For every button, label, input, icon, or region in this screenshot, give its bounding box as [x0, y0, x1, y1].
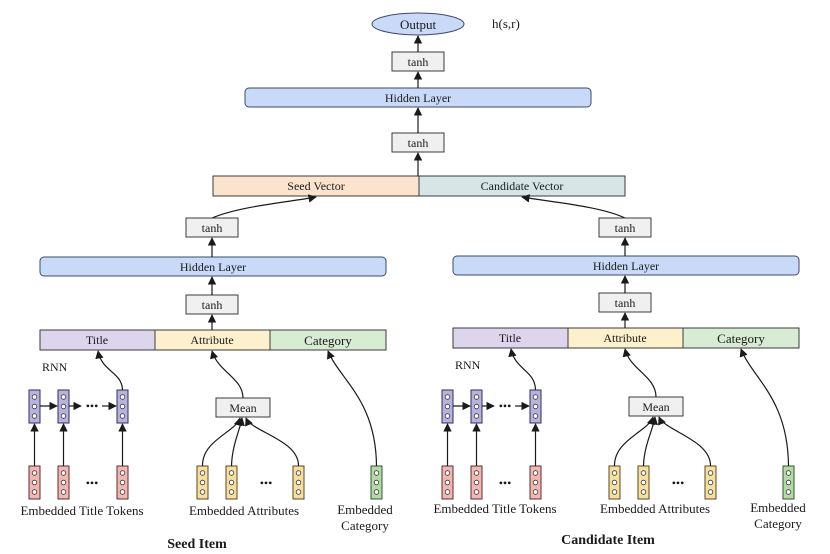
seed-tanh-upper-label: tanh	[202, 221, 223, 235]
candidate-rnn-label: RNN	[455, 358, 481, 372]
seed-tanh-lower-label: tanh	[202, 298, 223, 312]
seed-attribute-vector	[225, 465, 238, 500]
seed-embedded-category-label-2: Category	[341, 518, 389, 533]
candidate-attribute-label: Attribute	[603, 331, 646, 345]
output-label: Output	[400, 17, 437, 32]
seed-title-token	[28, 465, 41, 500]
candidate-mean-label: Mean	[642, 400, 669, 414]
hidden-layer-top-label: Hidden Layer	[385, 91, 451, 105]
tanh-mid-label: tanh	[408, 136, 429, 150]
candidate-title-label: Title	[499, 331, 521, 345]
seed-title-token	[116, 465, 129, 500]
candidate-item-tower: tanh Hidden Layer tanh Title Attribute C…	[433, 217, 806, 548]
candidate-rnn-cell	[470, 389, 483, 424]
seed-attribute-ellipsis: •••	[260, 476, 273, 490]
seed-title-label: Title	[86, 333, 108, 347]
candidate-rnn-cell	[441, 389, 454, 424]
seed-attribute-vector	[292, 465, 305, 500]
candidate-embedded-title-tokens-label: Embedded Title Tokens	[433, 501, 556, 516]
candidate-category-label: Category	[717, 331, 765, 346]
seed-rnn-ellipsis: •••	[86, 399, 99, 413]
candidate-attribute-vector	[608, 465, 621, 500]
candidate-category-vector	[782, 465, 795, 500]
seed-category-box	[269, 329, 387, 351]
seed-rnn-cell	[116, 389, 129, 424]
seed-mean-label: Mean	[229, 401, 256, 415]
seed-embedded-title-tokens-label: Embedded Title Tokens	[20, 503, 143, 518]
candidate-attribute-vector	[704, 465, 717, 500]
seed-title-token	[57, 465, 70, 500]
candidate-embedded-attributes-label: Embedded Attributes	[600, 501, 710, 516]
seed-category-vector	[370, 465, 383, 500]
score-label: h(s,r)	[492, 16, 520, 31]
arrow-candidate-to-vector	[521, 194, 626, 219]
candidate-attribute-ellipsis: •••	[672, 476, 685, 490]
candidate-attribute-vector	[637, 465, 650, 500]
seed-embedded-category-label-1: Embedded	[337, 502, 393, 517]
seed-hidden-layer-label: Hidden Layer	[180, 260, 246, 274]
candidate-rnn-cell	[529, 389, 542, 424]
seed-embedded-attributes-label: Embedded Attributes	[189, 503, 299, 518]
seed-rnn-label: RNN	[42, 360, 68, 374]
candidate-category-box	[682, 327, 800, 349]
candidate-hidden-layer-label: Hidden Layer	[593, 259, 659, 273]
candidate-tanh-upper-box	[598, 217, 652, 238]
candidate-token-ellipsis: •••	[499, 476, 512, 490]
seed-attribute-vector	[196, 465, 209, 500]
seed-category-label: Category	[304, 333, 352, 348]
seed-rnn-cell	[57, 389, 70, 424]
seed-attribute-label: Attribute	[190, 333, 233, 347]
candidate-title-token	[441, 465, 454, 500]
candidate-item-label: Candidate Item	[561, 533, 655, 548]
candidate-title-token	[529, 465, 542, 500]
candidate-rnn-ellipsis: •••	[499, 399, 512, 413]
tanh-top-label: tanh	[408, 55, 429, 69]
candidate-tanh-lower-label: tanh	[615, 296, 636, 310]
seed-hidden-layer-box	[39, 256, 387, 277]
candidate-tanh-upper-label: tanh	[615, 221, 636, 235]
seed-tanh-upper-box	[185, 217, 239, 238]
candidate-embedded-category-label-1: Embedded	[750, 500, 806, 515]
candidate-hidden-layer-box	[452, 255, 800, 276]
seed-rnn-cell	[28, 389, 41, 424]
seed-item-tower: tanh Hidden Layer tanh Title Attribute C…	[20, 217, 393, 552]
seed-token-ellipsis: •••	[86, 476, 99, 490]
candidate-embedded-category-label-2: Category	[754, 516, 802, 531]
output-node	[371, 12, 465, 36]
seed-item-label: Seed Item	[167, 537, 227, 552]
candidate-vector-label: Candidate Vector	[481, 179, 564, 193]
arrow-seed-to-vector	[211, 194, 317, 219]
seed-vector-label: Seed Vector	[287, 179, 344, 193]
candidate-title-token	[470, 465, 483, 500]
